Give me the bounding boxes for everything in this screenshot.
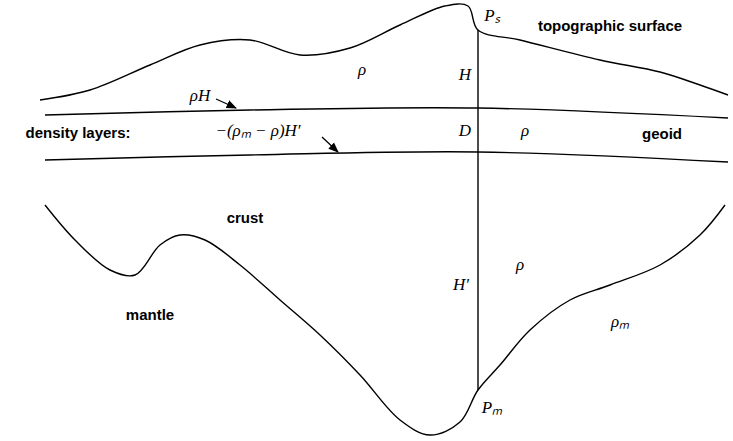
- surface-label: topographic surface: [537, 18, 683, 35]
- density-layer-symbol: −(ρₘ − ρ)H′: [214, 122, 301, 141]
- density-layer-line: [45, 152, 728, 162]
- layer-heading: density layers:: [24, 125, 131, 142]
- density-symbol: ρ: [520, 122, 530, 141]
- density-layer-symbol: ρH: [189, 87, 211, 106]
- height-symbol: H: [458, 66, 472, 85]
- region-label: crust: [226, 210, 265, 227]
- crust-mantle-boundary: [45, 205, 725, 435]
- leader-arrow: [322, 137, 338, 152]
- topographic-curve: [40, 4, 728, 100]
- thickness-symbol: H′: [452, 276, 470, 295]
- leader-arrow: [216, 99, 236, 108]
- depth-symbol: D: [458, 122, 472, 141]
- point-label: Pₛ: [483, 7, 500, 26]
- region-label: mantle: [125, 307, 175, 324]
- vertical-profile: [477, 30, 478, 390]
- surface-label: geoid: [641, 126, 683, 143]
- point-label: Pₘ: [481, 399, 503, 418]
- density-symbol: ρ: [357, 61, 367, 80]
- density-symbol: ρₘ: [610, 313, 630, 332]
- geoid-line: [45, 108, 728, 118]
- density-symbol: ρ: [515, 256, 525, 275]
